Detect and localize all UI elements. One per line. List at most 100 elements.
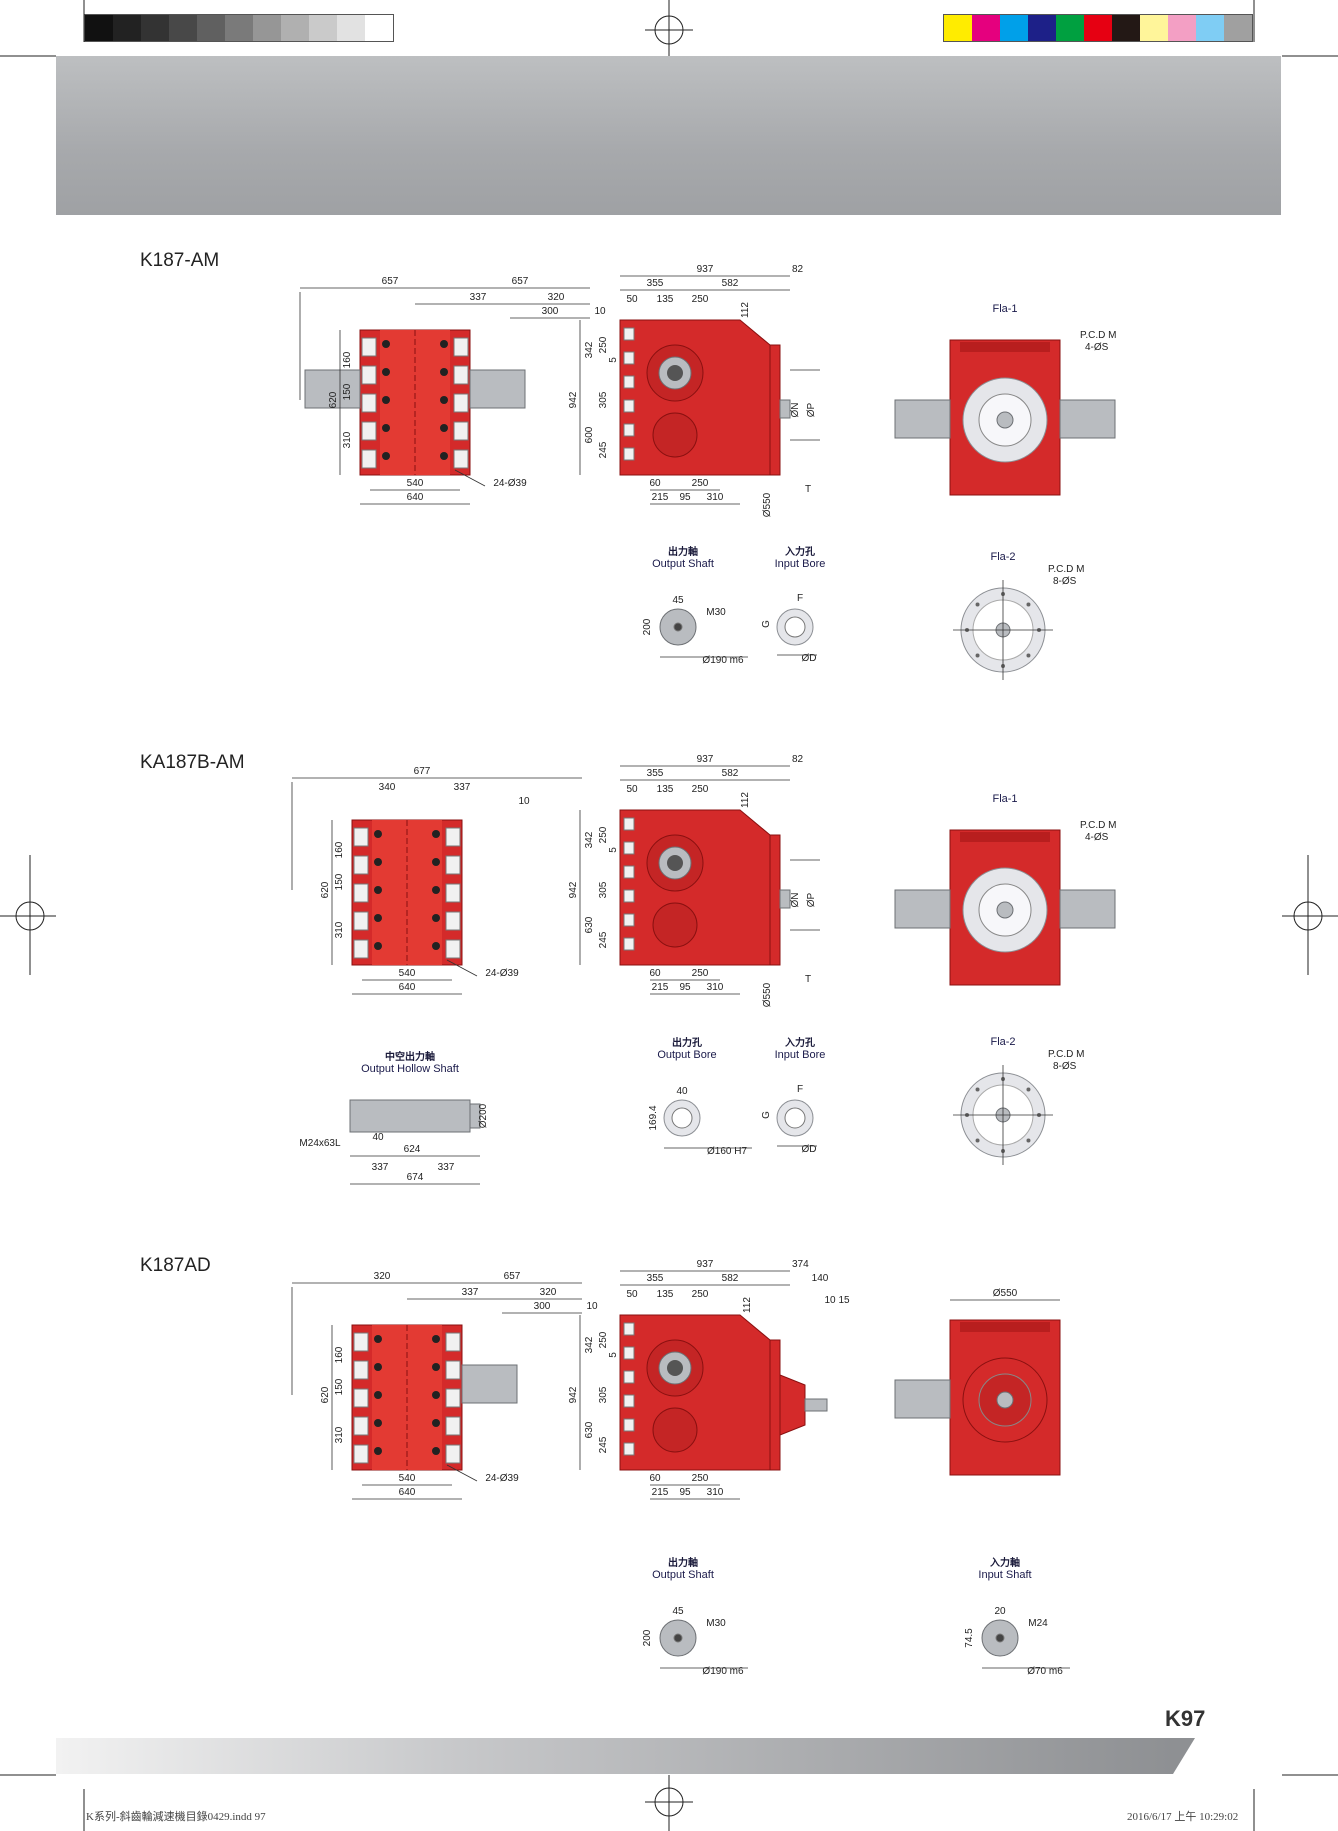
pcd-label: P.C.D M [1080, 820, 1117, 831]
dimension-label: 305 [598, 1386, 609, 1403]
bolt-hole [975, 1087, 980, 1092]
dimension-label: 337 [470, 292, 487, 303]
bolt-hole [440, 396, 448, 404]
dimension-label: 95 [679, 492, 691, 503]
dimension-label: 150 [334, 1378, 345, 1395]
bolt-hole [382, 340, 390, 348]
dimension-label: 160 [342, 351, 353, 368]
footer-timestamp: 2016/6/17 上午 10:29:02 [1127, 1811, 1239, 1823]
flange-label: Fla-1 [992, 303, 1017, 315]
dimension-label: 250 [692, 1473, 709, 1484]
mounting-pad [445, 1388, 461, 1408]
mounting-pad [623, 423, 635, 437]
dimension-label: 677 [414, 766, 431, 777]
bolt-hole [440, 340, 448, 348]
hollow-shaft [349, 1099, 471, 1133]
header-band [56, 56, 1281, 215]
bolt-hole [432, 858, 440, 866]
caption-en: Output Hollow Shaft [361, 1063, 459, 1075]
dimension-label: 50 [626, 784, 638, 795]
dimension-label: ØD [802, 1144, 817, 1155]
bolt-hole [432, 1419, 440, 1427]
dimension-label: 82 [792, 264, 804, 275]
dimension-label: 337 [462, 1287, 479, 1298]
dimension-label: 337 [372, 1162, 389, 1173]
bolt-hole [374, 942, 382, 950]
dimension-label: 305 [598, 391, 609, 408]
mounting-pad [623, 1394, 635, 1408]
footer-band [56, 1738, 1173, 1774]
bolt-hole [374, 1391, 382, 1399]
mounting-pad [353, 855, 369, 875]
dimension-label: 10 [824, 1295, 836, 1306]
dimension-label: 50 [626, 294, 638, 305]
dimension-label: 337 [438, 1162, 455, 1173]
bore-center [667, 855, 683, 871]
mounting-pad [623, 841, 635, 855]
footer-band-tip [1173, 1738, 1195, 1774]
dimension-label: ØP [806, 402, 817, 417]
bolt-hole [1026, 602, 1031, 607]
dimension-label: 140 [812, 1273, 829, 1284]
model-title: K187-AM [140, 250, 220, 271]
mounting-pad [353, 1360, 369, 1380]
dimension-label: 640 [407, 492, 424, 503]
dimension-label: 200 [642, 618, 653, 635]
bolt-hole [432, 1335, 440, 1343]
mounting-pad [623, 1346, 635, 1360]
caption-en: Output Bore [657, 1049, 716, 1061]
dimension-label: Ø200 [478, 1103, 489, 1128]
dimension-label: 540 [407, 478, 424, 489]
end-view: Ø550 [894, 1288, 1061, 1476]
bolt-hole [1026, 1138, 1031, 1143]
dimension-label: 74.5 [964, 1628, 975, 1648]
output-shaft [1059, 399, 1116, 439]
motor-adapter [769, 834, 781, 966]
dimension-label: 657 [504, 1271, 521, 1282]
mounting-pad [623, 1418, 635, 1432]
bolt-hole [382, 368, 390, 376]
dimension-label: 45 [672, 1606, 684, 1617]
dimension-label: 215 [652, 982, 669, 993]
mounting-pad [445, 1332, 461, 1352]
shaft-shoulder [469, 1103, 481, 1129]
shaft-end [996, 901, 1014, 919]
dimension-label: 937 [697, 1259, 714, 1270]
dimension-label: Ø70 m6 [1027, 1666, 1063, 1677]
mounting-pad [445, 939, 461, 959]
dimension-label: T [805, 484, 811, 495]
bolt-hole [975, 602, 980, 607]
dimension-label: 355 [647, 768, 664, 779]
dimension-label: 10 [586, 1301, 598, 1312]
dimension-label: 24-Ø39 [485, 1473, 519, 1484]
dimension-label: 40 [372, 1132, 384, 1143]
page-number: K97 [1165, 1706, 1206, 1731]
mounting-pad [361, 449, 377, 469]
input-shaft [804, 1398, 828, 1412]
gear-cover [652, 1407, 698, 1453]
dimension-label: 60 [649, 1473, 661, 1484]
dimension-label: 45 [672, 595, 684, 606]
bolt-hole [440, 452, 448, 460]
dimension-line [446, 1464, 478, 1482]
holes-label: 4-ØS [1085, 342, 1109, 353]
caption-zh: 入力軸 [990, 1556, 1020, 1569]
housing-top [960, 1322, 1050, 1332]
flange-2-view: Fla-2P.C.D M8-ØS [953, 551, 1085, 680]
dimension-label: 310 [334, 1426, 345, 1443]
input-housing [779, 1374, 806, 1436]
caption-en: Output Shaft [652, 1569, 714, 1581]
mounting-pad [361, 365, 377, 385]
caption-en: Output Shaft [652, 558, 714, 570]
dimension-label: 342 [584, 831, 595, 848]
dimension-label: 540 [399, 1473, 416, 1484]
mounting-pad [445, 1444, 461, 1464]
center-hole [784, 1107, 806, 1129]
dimension-label: 20 [994, 1606, 1006, 1617]
dimension-label: 640 [399, 982, 416, 993]
